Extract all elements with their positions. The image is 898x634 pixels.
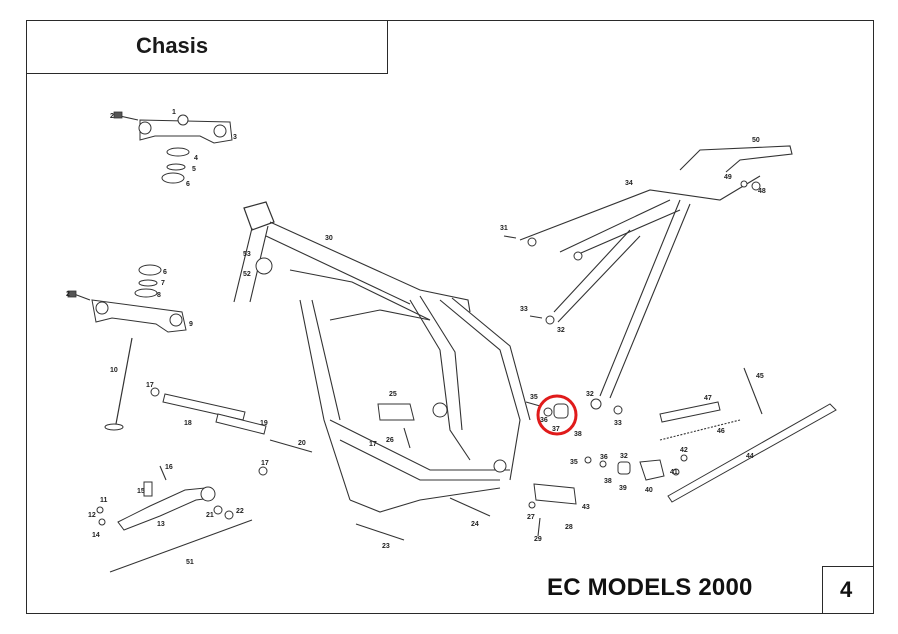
part-label: 28 — [565, 524, 573, 531]
title-box — [26, 20, 388, 74]
part-label: 18 — [184, 420, 192, 427]
part-label: 49 — [724, 174, 732, 181]
part-label: 38 — [604, 478, 612, 485]
part-label: 27 — [527, 514, 535, 521]
part-label: 29 — [534, 536, 542, 543]
bolt-24 — [449, 497, 491, 517]
part-label: 39 — [619, 485, 627, 492]
part-label: 40 — [645, 487, 653, 494]
part-label: 15 — [137, 488, 145, 495]
leader-line-51 — [109, 519, 253, 573]
rod-spring-pin — [659, 367, 763, 441]
part-label: 8 — [157, 292, 161, 299]
part-label: 32 — [557, 327, 565, 334]
footrest-left — [377, 403, 415, 449]
part-label: 13 — [157, 521, 165, 528]
part-label: 1 — [172, 109, 176, 116]
part-label: 34 — [625, 180, 633, 187]
part-label: 32 — [586, 391, 594, 398]
part-label: 9 — [189, 321, 193, 328]
main-frame — [233, 201, 531, 513]
footrest-right — [528, 483, 577, 537]
part-label: 10 — [110, 367, 118, 374]
part-label: 45 — [756, 373, 764, 380]
part-label: 48 — [758, 188, 766, 195]
highlight-circle — [536, 394, 578, 436]
part-label: 7 — [161, 280, 165, 287]
part-label: 30 — [325, 235, 333, 242]
lower-triple-clamp — [67, 264, 187, 333]
part-label: 51 — [186, 559, 194, 566]
part-label: 36 — [540, 417, 548, 424]
part-label: 6 — [186, 181, 190, 188]
part-label: 5 — [192, 166, 196, 173]
part-label: 47 — [704, 395, 712, 402]
part-label: 23 — [382, 543, 390, 550]
part-label: 6 — [163, 269, 167, 276]
spacer-parts-35-38 — [525, 401, 569, 419]
side-stand — [584, 403, 837, 503]
part-label: 17 — [146, 382, 154, 389]
swingarm-axle — [150, 387, 313, 476]
part-label: 38 — [574, 431, 582, 438]
part-label: 31 — [500, 225, 508, 232]
part-label: 4 — [194, 155, 198, 162]
part-label: 46 — [717, 428, 725, 435]
page-title: Chasis — [136, 33, 209, 58]
part-label: 25 — [389, 391, 397, 398]
part-label: 36 — [600, 454, 608, 461]
part-label: 37 — [552, 426, 560, 433]
part-callouts: 1 2 3 4 5 6 6 7 8 2 9 10 17 18 19 20 17 … — [66, 109, 766, 566]
part-label: 26 — [386, 437, 394, 444]
part-label: 17 — [369, 441, 377, 448]
page-number: 4 — [840, 577, 853, 602]
part-label: 19 — [260, 420, 268, 427]
part-label: 21 — [206, 512, 214, 519]
part-label: 24 — [471, 521, 479, 528]
part-label: 42 — [680, 447, 688, 454]
page-number-box — [822, 566, 874, 614]
part-label: 41 — [670, 469, 678, 476]
part-label: 50 — [752, 137, 760, 144]
brake-pedal — [96, 465, 234, 531]
part-label: 16 — [165, 464, 173, 471]
part-label: 33 — [614, 420, 622, 427]
part-label: 2 — [110, 113, 114, 120]
part-label: 43 — [582, 504, 590, 511]
part-label: 2 — [66, 291, 70, 298]
bolt-23 — [355, 523, 405, 541]
part-label: 35 — [530, 394, 538, 401]
part-label: 44 — [746, 453, 754, 460]
part-label: 20 — [298, 440, 306, 447]
part-label: 52 — [243, 271, 251, 278]
model-label: EC MODELS 2000 — [547, 574, 753, 601]
part-label: 12 — [88, 512, 96, 519]
part-label: 17 — [261, 460, 269, 467]
upper-triple-clamp — [113, 111, 233, 184]
part-label: 14 — [92, 532, 100, 539]
part-label: 3 — [233, 134, 237, 141]
subframe — [503, 145, 793, 415]
part-label: 53 — [243, 251, 251, 258]
part-label: 22 — [236, 508, 244, 515]
part-label: 33 — [520, 306, 528, 313]
steering-stem — [104, 337, 133, 431]
part-label: 11 — [100, 497, 108, 504]
part-label: 32 — [620, 453, 628, 460]
part-label: 35 — [570, 459, 578, 466]
